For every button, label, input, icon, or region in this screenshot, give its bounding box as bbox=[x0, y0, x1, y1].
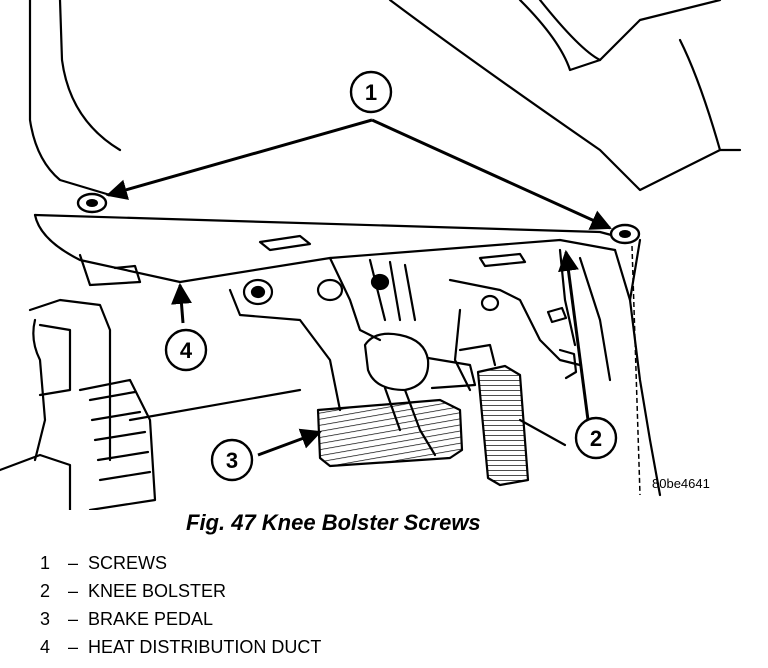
callout-2: 2 bbox=[574, 416, 618, 460]
legend-number: 4 bbox=[40, 637, 51, 657]
svg-text:1: 1 bbox=[365, 80, 377, 105]
legend-item: 4–HEAT DISTRIBUTION DUCT bbox=[40, 637, 321, 665]
legend-item: 3–BRAKE PEDAL bbox=[40, 609, 321, 637]
legend-separator: – bbox=[67, 637, 78, 657]
legend-list: 1–SCREWS 2–KNEE BOLSTER 3–BRAKE PEDAL 4–… bbox=[40, 553, 321, 665]
screw-left bbox=[76, 192, 108, 214]
legend-label: BRAKE PEDAL bbox=[88, 609, 214, 629]
screw-right bbox=[609, 223, 641, 245]
figure-code: 80be4641 bbox=[652, 476, 710, 491]
legend-item: 2–KNEE BOLSTER bbox=[40, 581, 321, 609]
callout-4: 4 bbox=[164, 328, 208, 372]
leader-2 bbox=[558, 249, 590, 421]
callout-3: 3 bbox=[210, 438, 254, 482]
svg-text:3: 3 bbox=[226, 448, 238, 473]
legend-item: 1–SCREWS bbox=[40, 553, 321, 581]
svg-text:2: 2 bbox=[590, 426, 602, 451]
svg-text:4: 4 bbox=[180, 338, 193, 363]
leader-1-right bbox=[371, 118, 612, 230]
legend-label: HEAT DISTRIBUTION DUCT bbox=[88, 637, 322, 657]
leader-4 bbox=[171, 282, 192, 324]
callout-1: 1 bbox=[349, 70, 393, 114]
figure-caption: Fig. 47 Knee Bolster Screws bbox=[186, 510, 481, 535]
legend-label: SCREWS bbox=[88, 553, 168, 573]
knee-bolster-illustration: 1 2 3 4 bbox=[0, 0, 742, 510]
legend-separator: – bbox=[67, 553, 78, 573]
legend-number: 3 bbox=[40, 609, 51, 629]
leader-1-left bbox=[105, 118, 373, 200]
legend-separator: – bbox=[67, 581, 78, 601]
leader-3 bbox=[257, 428, 322, 457]
legend-number: 2 bbox=[40, 581, 51, 601]
legend-number: 1 bbox=[40, 553, 51, 573]
legend-separator: – bbox=[67, 609, 78, 629]
legend-label: KNEE BOLSTER bbox=[88, 581, 227, 601]
